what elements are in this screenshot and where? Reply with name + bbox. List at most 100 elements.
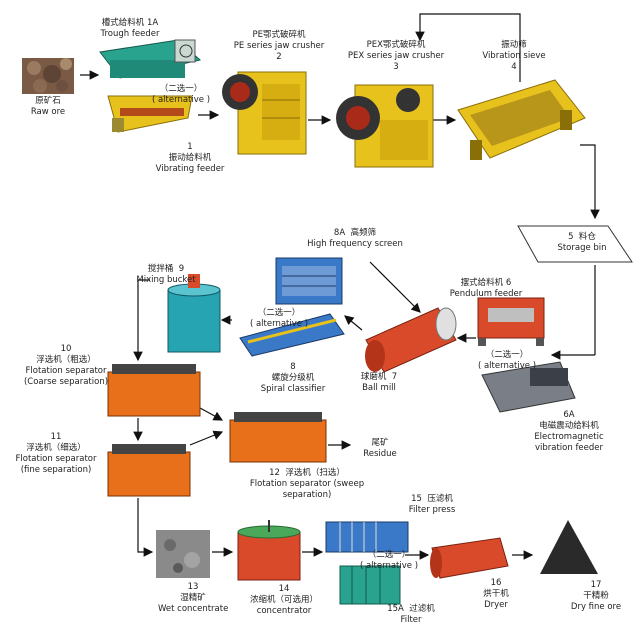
label-10-num: 10	[60, 344, 72, 354]
label-6a-cn: 电磁震动给料机	[539, 421, 599, 431]
label-11-cn: 浮选机（细选）	[26, 443, 86, 453]
flotation-sweep-machine	[229, 412, 327, 463]
label-6: 摆式给料机 6 Pendulum feeder	[434, 278, 538, 300]
alternative-6-cn: （二选一）	[485, 350, 529, 360]
label-5-en: Storage bin	[557, 243, 607, 253]
label-3-cn: PEX鄂式破碎机	[366, 40, 426, 50]
label-15-cn: 压滤机	[427, 494, 453, 504]
label-3-en: PEX series jaw crusher	[347, 51, 445, 61]
storage-bin-shape	[517, 225, 633, 263]
arrow-mill-classifier	[344, 315, 363, 331]
label-13-en: Wet concentrate	[158, 604, 229, 614]
label-7-num: 7	[391, 372, 398, 382]
arrow-sieve-bin	[580, 144, 600, 220]
label-8: 8 螺旋分级机 Spiral classifier	[252, 362, 334, 395]
label-11: 11 浮选机（细选） Flotation separator (fine sep…	[8, 432, 104, 476]
label-10: 10 浮选机（粗选） Flotation separator (Coarse s…	[14, 344, 118, 388]
filter-machine	[339, 565, 401, 605]
raw-ore-cn: 原矿石	[35, 96, 61, 106]
label-1-cn: 振动给料机	[168, 153, 212, 163]
label-2-en: PE series jaw crusher	[233, 41, 325, 51]
alternative-6-en: ( alternative )	[477, 361, 537, 371]
label-7: 球磨机 7 Ball mill	[344, 372, 414, 394]
label-4-cn: 振动筛	[501, 40, 527, 50]
raw-ore-image	[22, 58, 74, 94]
label-10-cn: 浮选机（粗选）	[36, 355, 96, 365]
label-8a-cn: 高频筛	[350, 228, 377, 238]
alternative-8-cn: （二选一）	[257, 308, 301, 318]
spiral-classifier-machine	[239, 313, 345, 357]
concentrator-machine	[237, 520, 301, 581]
label-8-num: 8	[290, 362, 296, 372]
residue-en: Residue	[363, 449, 397, 459]
label-4: 振动筛 Vibration sieve 4	[472, 40, 556, 73]
label-1-num: 1	[187, 142, 193, 152]
residue-label: 尾矿 Residue	[356, 438, 404, 460]
label-1a-cn: 槽式给料机	[101, 18, 145, 28]
label-4-num: 4	[511, 62, 517, 72]
label-16-en: Dryer	[484, 600, 508, 610]
label-16-num: 16	[490, 578, 502, 588]
flotation-coarse-machine	[107, 364, 201, 417]
label-4-en: Vibration sieve	[482, 51, 546, 61]
pe-jaw-crusher-machine	[222, 71, 307, 155]
residue-cn: 尾矿	[371, 438, 389, 448]
arrow-bucket-flotation	[133, 279, 150, 362]
high-frequency-screen-machine	[275, 257, 343, 305]
label-16-cn: 烘干机	[483, 589, 509, 599]
label-1a-en: Trough feeder	[100, 29, 160, 39]
label-6a: 6A 电磁震动给料机 Electromagnetic vibration fee…	[520, 410, 618, 454]
label-7-cn: 球磨机	[360, 372, 387, 382]
vibrating-feeder-machine	[107, 95, 193, 133]
label-11-en: Flotation separator (fine separation)	[15, 454, 97, 475]
label-5-cn: 料仓	[578, 232, 596, 242]
pendulum-feeder-machine	[477, 297, 545, 346]
arrow-fine-concentrate	[137, 498, 154, 557]
label-5-num: 5	[568, 232, 574, 242]
label-15-en: Filter press	[408, 505, 456, 515]
alternative-15-en: ( alternative )	[359, 561, 419, 571]
label-15a-num: 15A	[387, 604, 404, 614]
trough-feeder-machine	[99, 39, 202, 79]
label-13: 13 湿精矿 Wet concentrate	[158, 582, 228, 615]
label-2: PE鄂式破碎机 PE series jaw crusher 2	[224, 30, 334, 63]
label-17-num: 17	[590, 580, 602, 590]
arrow-coarse-sweep	[199, 407, 224, 421]
label-15a-cn: 过滤机	[409, 604, 435, 614]
label-9-en: Mixing bucket	[136, 275, 196, 285]
label-6a-en: Electromagnetic vibration feeder	[534, 432, 604, 453]
alternative-1-en: ( alternative )	[151, 95, 211, 105]
label-17-en: Dry fine ore	[570, 602, 622, 612]
label-17-cn: 干精粉	[583, 591, 609, 601]
label-6a-num: 6A	[563, 410, 575, 420]
label-15a-en: Filter	[400, 615, 422, 625]
alternative-label-1: （二选一） ( alternative )	[148, 84, 214, 106]
label-15: 15 压滤机 Filter press	[396, 494, 468, 516]
label-14-en: concentrator	[256, 606, 312, 616]
label-6-en: Pendulum feeder	[449, 289, 523, 299]
label-12-en: Flotation separator (sweep separation)	[249, 479, 365, 500]
mixing-bucket-machine	[167, 274, 221, 353]
label-7-en: Ball mill	[362, 383, 396, 393]
label-14: 14 浓缩机（可选用） concentrator	[238, 584, 330, 617]
label-8a-num: 8A	[333, 228, 346, 238]
label-12-num: 12	[269, 468, 280, 478]
label-11-num: 11	[50, 432, 62, 442]
label-14-cn: 浓缩机（可选用）	[249, 595, 318, 605]
label-1-en: Vibrating feeder	[155, 164, 225, 174]
label-15-num: 15	[411, 494, 422, 504]
arrow-sieve-return	[415, 13, 521, 82]
arrow-fine-sweep	[189, 430, 224, 446]
label-2-cn: PE鄂式破碎机	[252, 30, 306, 40]
filter-press-machine	[325, 521, 409, 553]
label-5: 5 料仓 Storage bin	[546, 232, 618, 254]
vibration-sieve-machine	[457, 79, 586, 160]
flotation-fine-machine	[107, 444, 191, 497]
label-1a-num: 1A	[146, 18, 159, 28]
arrow-screen-mill	[369, 261, 421, 313]
label-16: 16 烘干机 Dryer	[468, 578, 524, 611]
label-2-num: 2	[276, 52, 282, 62]
label-8a-en: High frequency screen	[307, 239, 403, 249]
label-9-cn: 搅拌桶	[147, 264, 174, 274]
alternative-8-en: ( alternative )	[249, 319, 309, 329]
